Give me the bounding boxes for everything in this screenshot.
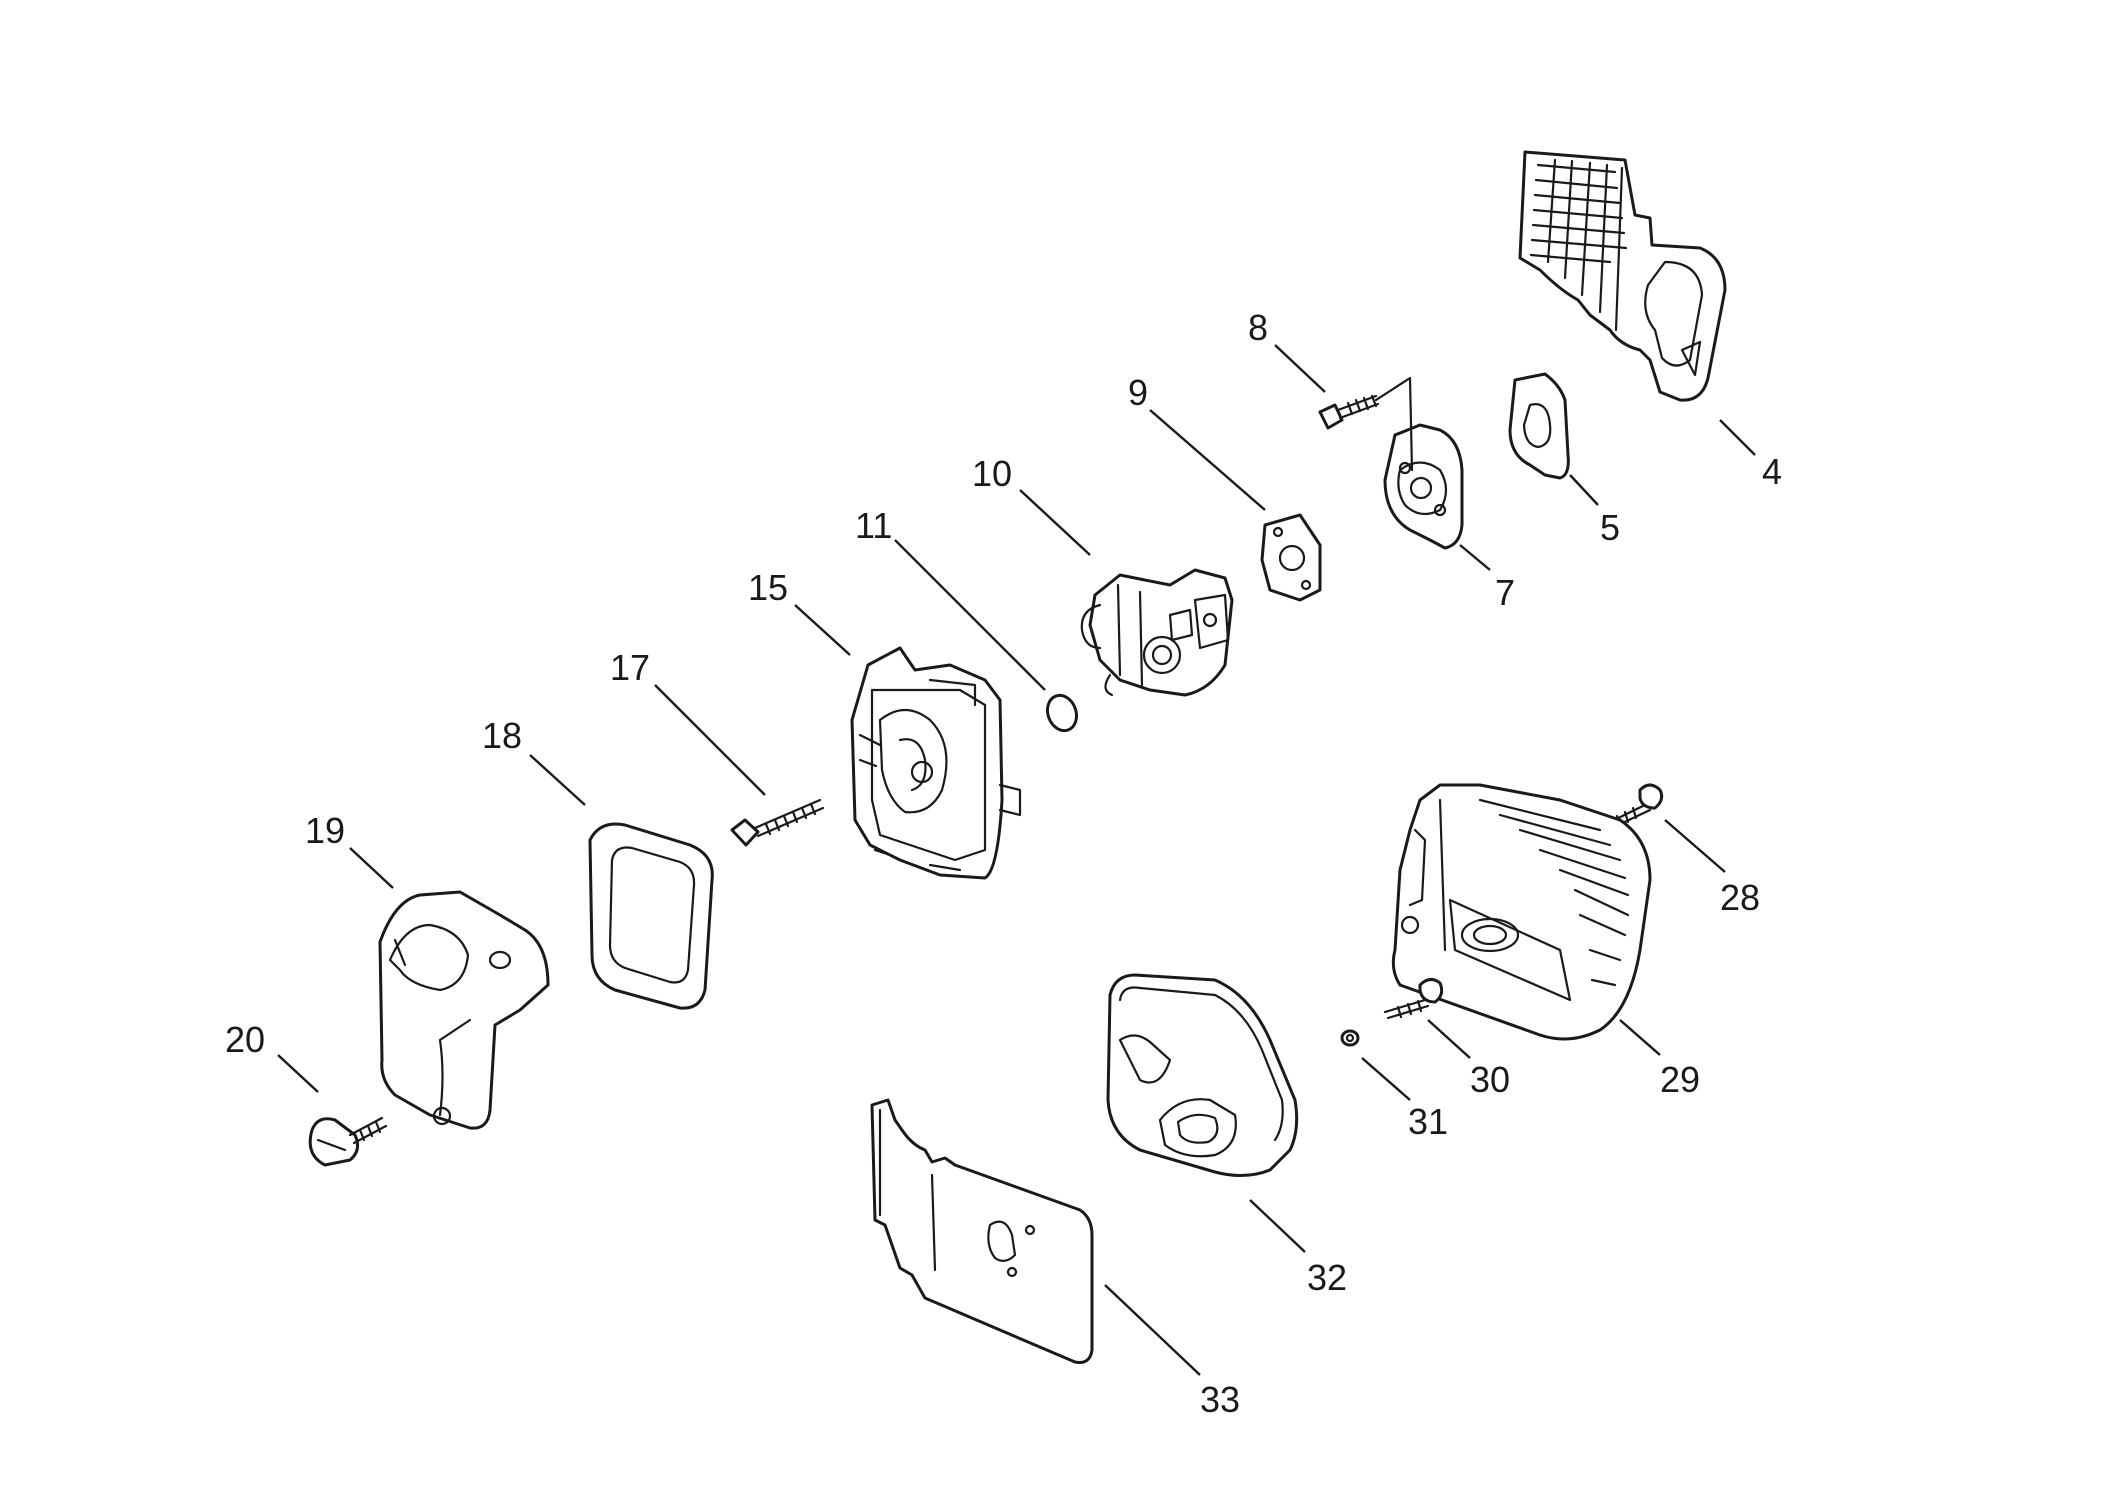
part-8-bolt bbox=[1318, 376, 1414, 472]
callout-30: 30 bbox=[1470, 1059, 1510, 1100]
leader-9 bbox=[1149, 409, 1266, 511]
callout-18: 18 bbox=[482, 715, 522, 756]
part-29-muffler-cover bbox=[1391, 783, 1652, 1041]
leader-5 bbox=[1569, 474, 1599, 506]
leader-33 bbox=[1104, 1284, 1201, 1376]
callout-15: 15 bbox=[748, 567, 788, 608]
callout-9: 9 bbox=[1128, 372, 1148, 413]
part-17-screw bbox=[730, 798, 825, 847]
leader-29 bbox=[1619, 1019, 1661, 1056]
part-31-washer bbox=[1340, 1029, 1360, 1047]
part-5-gasket bbox=[1508, 372, 1570, 480]
callout-31: 31 bbox=[1408, 1101, 1448, 1142]
callout-29: 29 bbox=[1660, 1059, 1700, 1100]
callout-labels: 4 5 7 8 9 10 11 15 17 18 19 20 28 29 30 … bbox=[225, 307, 1782, 1420]
part-11-o-ring bbox=[1045, 693, 1079, 733]
leader-32 bbox=[1249, 1199, 1306, 1253]
leader-7 bbox=[1459, 544, 1491, 571]
leader-30 bbox=[1427, 1019, 1471, 1059]
callout-20: 20 bbox=[225, 1019, 265, 1060]
part-7-insulator bbox=[1383, 423, 1464, 550]
callout-32: 32 bbox=[1307, 1257, 1347, 1298]
callout-33: 33 bbox=[1200, 1379, 1240, 1420]
part-32-muffler bbox=[1106, 973, 1299, 1177]
callout-5: 5 bbox=[1600, 507, 1620, 548]
leader-18 bbox=[529, 754, 586, 806]
callout-11: 11 bbox=[855, 505, 892, 546]
leader-19 bbox=[349, 847, 394, 889]
part-9-gasket bbox=[1260, 513, 1322, 602]
part-15-air-cleaner-base bbox=[850, 646, 1022, 880]
leader-11 bbox=[894, 539, 1046, 691]
part-10-carburetor bbox=[1080, 568, 1234, 697]
leader-31 bbox=[1361, 1057, 1411, 1101]
part-19-cleaner-cover bbox=[378, 890, 550, 1130]
callout-10: 10 bbox=[972, 453, 1012, 494]
leader-8 bbox=[1274, 344, 1326, 393]
callout-4: 4 bbox=[1762, 451, 1782, 492]
leader-15 bbox=[794, 604, 851, 656]
leader-28 bbox=[1664, 819, 1726, 873]
leader-4 bbox=[1719, 419, 1756, 456]
callout-19: 19 bbox=[305, 810, 345, 851]
part-20-knob-screw bbox=[308, 1116, 388, 1167]
callout-8: 8 bbox=[1248, 307, 1268, 348]
part-18-filter bbox=[588, 822, 714, 1010]
part-33-shield-plate bbox=[870, 1098, 1094, 1364]
leader-10 bbox=[1019, 489, 1091, 556]
part-4-heat-shield bbox=[1518, 150, 1727, 402]
callout-17: 17 bbox=[610, 647, 650, 688]
callout-28: 28 bbox=[1720, 877, 1760, 918]
leader-20 bbox=[277, 1054, 319, 1093]
leader-lines bbox=[277, 344, 1756, 1376]
callout-7: 7 bbox=[1495, 572, 1515, 613]
part-30-bolt bbox=[1383, 978, 1444, 1020]
leader-17 bbox=[654, 684, 766, 796]
